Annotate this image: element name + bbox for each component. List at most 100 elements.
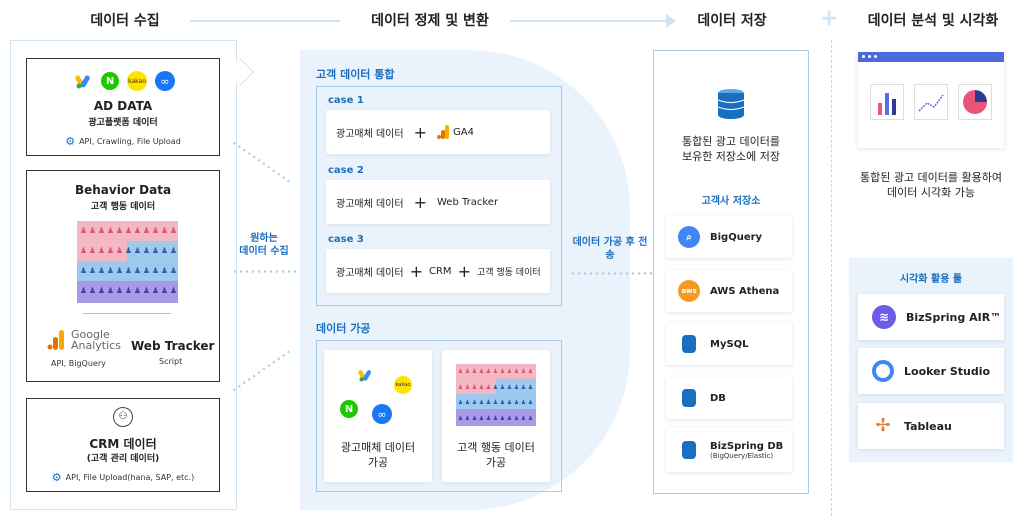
person-icon: ♟ xyxy=(133,286,142,295)
person-icon: ♟ xyxy=(142,246,151,255)
person-icon: ♟ xyxy=(492,368,499,375)
naver-icon: N xyxy=(101,72,119,90)
processing-title: 데이터 가공 xyxy=(316,322,371,335)
looker-icon xyxy=(872,360,894,382)
database-icon xyxy=(717,89,745,119)
database-icon xyxy=(682,335,696,353)
row-purple xyxy=(77,281,178,303)
crm-methods-text: API, File Upload(hana, SAP, etc.) xyxy=(65,473,195,482)
row-pink-step xyxy=(77,241,127,261)
storage-description: 통합된 광고 데이터를 보유한 저장소에 저장 xyxy=(681,135,781,163)
person-icon: ♟ xyxy=(133,226,142,235)
ga-logo: Google Analytics xyxy=(47,329,121,351)
person-icon: ♟ xyxy=(457,368,464,375)
ad-data-title: AD DATA xyxy=(93,99,153,113)
person-icon: ♟ xyxy=(88,226,97,235)
processing-behavior-label: 고객 행동 데이터 가공 xyxy=(457,441,535,469)
tool-tableau: ✢ Tableau xyxy=(858,403,1004,449)
processing-ad-label: 광고매체 데이터 가공 xyxy=(340,441,416,469)
behavior-subtitle: 고객 행동 데이터 xyxy=(90,202,156,212)
person-icon: ♟ xyxy=(97,286,106,295)
person-icon: ♟ xyxy=(471,414,478,422)
tableau-icon: ✢ xyxy=(875,415,891,436)
person-icon: ♟ xyxy=(79,226,88,235)
plus-divider-icon: + xyxy=(820,6,839,31)
tool-bizspring-air: ≋ BizSpring AIR™ xyxy=(858,294,1004,340)
person-icon: ♟ xyxy=(79,266,88,275)
person-icon: ♟ xyxy=(115,286,124,295)
person-icon: ♟ xyxy=(115,266,124,275)
db-row-mysql: MySQL xyxy=(666,323,792,365)
person-icon: ♟ xyxy=(169,226,178,235)
person-icon: ♟ xyxy=(485,414,492,422)
person-icon: ♟ xyxy=(520,399,527,406)
db-name: DB xyxy=(710,392,726,404)
person-icon: ♟ xyxy=(499,383,506,391)
kakao-icon: kakao xyxy=(127,71,147,91)
case-3-card: 광고매체 데이터 + CRM + 고객 행동 데이터 xyxy=(326,249,550,293)
db-row-aws-athena: aws AWS Athena xyxy=(666,270,792,312)
person-icon: ♟ xyxy=(160,286,169,295)
person-icon: ♟ xyxy=(133,246,142,255)
processing-people-chart: ♟♟♟♟♟♟♟♟♟♟♟♟♟♟♟♟♟♟♟♟♟♟♟♟♟♟♟♟♟♟♟♟♟♟♟♟♟♟♟♟… xyxy=(456,364,536,426)
line-chart-icon xyxy=(914,84,948,120)
stage-title-transform: 데이터 정제 및 변환 xyxy=(371,13,489,29)
ga4-icon xyxy=(437,125,449,139)
person-icon: ♟ xyxy=(160,246,169,255)
person-icon: ♟ xyxy=(169,266,178,275)
person-icon: ♟ xyxy=(485,368,492,375)
person-icon: ♟ xyxy=(79,246,88,255)
person-icon: ♟ xyxy=(506,383,513,391)
person-icon: ♟ xyxy=(471,383,478,391)
person-icon: ♟ xyxy=(142,286,151,295)
db-row-bizspring-db: BizSpring DB (BigQuery/Elastic) xyxy=(666,428,792,472)
person-icon: ♟ xyxy=(478,368,485,375)
person-icon: ♟ xyxy=(79,286,88,295)
case-3-label: case 3 xyxy=(328,234,364,245)
bigquery-icon: ⌕ xyxy=(678,226,700,248)
person-icon: ♟ xyxy=(151,246,160,255)
person-icon: ♟ xyxy=(471,368,478,375)
person-icon: ♟ xyxy=(506,399,513,406)
pie-chart-icon xyxy=(958,84,992,120)
plus-icon: + xyxy=(409,261,423,281)
row-purple xyxy=(456,409,536,426)
person-icon: ♟ xyxy=(88,246,97,255)
tools-title: 시각화 활용 툴 xyxy=(899,274,963,285)
gear-icon: ⚙ xyxy=(51,471,62,484)
person-icon: ♟ xyxy=(499,399,506,406)
person-icon: ♟ xyxy=(115,246,124,255)
person-icon: ♟ xyxy=(133,266,142,275)
ga-logo-line1: Google xyxy=(71,328,110,341)
person-icon: ♟ xyxy=(124,286,133,295)
stage-arrow-1 xyxy=(190,20,340,22)
plus-icon: + xyxy=(457,261,471,281)
person-icon: ♟ xyxy=(124,246,133,255)
person-icon: ♟ xyxy=(124,226,133,235)
people-icons: ♟♟♟♟♟♟♟♟♟♟♟♟♟♟♟♟♟♟♟♟♟♟♟♟♟♟♟♟♟♟♟♟♟♟♟♟♟♟♟♟… xyxy=(79,226,178,305)
ad-data-subtitle: 광고플랫폼 데이터 xyxy=(88,118,158,128)
case-2-label: case 2 xyxy=(328,165,364,176)
web-tracker-method: Script xyxy=(159,357,183,366)
bar-chart-icon xyxy=(870,84,904,120)
web-tracker-title: Web Tracker xyxy=(131,339,215,353)
person-icon: ♟ xyxy=(106,226,115,235)
person-icon: ♟ xyxy=(492,399,499,406)
person-icon: ♟ xyxy=(88,266,97,275)
person-icon: ♟ xyxy=(169,246,178,255)
person-icon: ♟ xyxy=(457,399,464,406)
person-icon: ♟ xyxy=(478,414,485,422)
naver-icon: N xyxy=(340,400,358,418)
dashboard-window xyxy=(858,52,1004,148)
behavior-title: Behavior Data xyxy=(74,183,172,197)
transfer-label: 데이터 가공 후 전송 xyxy=(572,237,648,261)
person-icon: ♟ xyxy=(520,383,527,391)
case-2-card: 광고매체 데이터 + Web Tracker xyxy=(326,180,550,224)
person-icon: ♟ xyxy=(464,368,471,375)
person-icon: ♟ xyxy=(160,226,169,235)
google-ads-icon xyxy=(75,75,90,89)
plus-icon: + xyxy=(413,192,427,212)
tool-looker-studio: Looker Studio xyxy=(858,348,1004,394)
stage-title-collect: 데이터 수집 xyxy=(90,13,160,29)
tool-name: Tableau xyxy=(904,419,952,433)
